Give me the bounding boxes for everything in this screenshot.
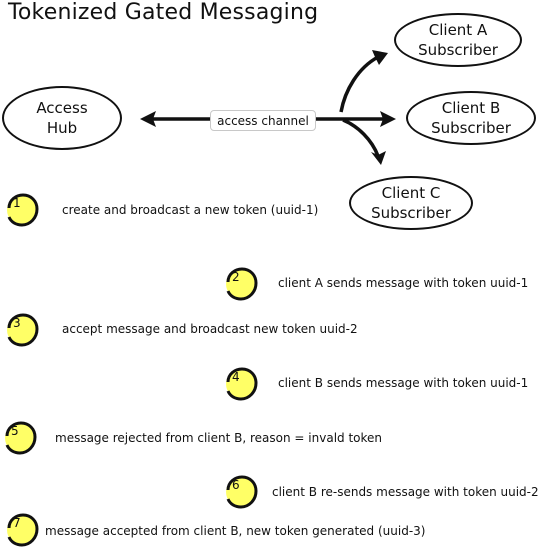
step-text-3: accept message and broadcast new token u… (62, 322, 358, 336)
access-hub-node: Access Hub (2, 86, 122, 150)
client-c-line2: Subscriber (371, 204, 451, 222)
access-hub-line2: Hub (46, 119, 78, 137)
client-a-line2: Subscriber (418, 41, 498, 59)
client-c-line1: Client C (381, 184, 441, 202)
client-a-line1: Client A (428, 21, 488, 39)
step-text-6: client B re-sends message with token uui… (272, 485, 539, 499)
access-channel-label: access channel (210, 110, 316, 131)
badge-circle-icon (7, 193, 39, 227)
step-badge-6: 6 (223, 474, 258, 509)
badge-circle-icon (7, 513, 39, 547)
step-badge-1: 1 (4, 192, 39, 227)
step-number: 6 (232, 478, 240, 492)
step-number: 3 (13, 316, 21, 330)
badge-circle-icon (7, 313, 39, 347)
step-badge-2: 2 (223, 266, 258, 301)
step-badge-7: 7 (4, 512, 39, 547)
step-text-4: client B sends message with token uuid-1 (278, 376, 529, 390)
access-hub-line1: Access (36, 99, 88, 117)
step-text-7: message accepted from client B, new toke… (45, 524, 426, 538)
step-badge-5: 5 (2, 420, 37, 455)
client-b-line2: Subscriber (431, 119, 511, 137)
step-text-5: message rejected from client B, reason =… (55, 431, 383, 445)
step-number: 5 (11, 424, 19, 438)
step-number: 4 (232, 370, 240, 384)
client-b-node: Client B Subscriber (406, 91, 536, 145)
badge-circle-icon (226, 367, 258, 401)
step-number: 7 (13, 516, 21, 530)
step-badge-3: 3 (4, 312, 39, 347)
step-number: 1 (13, 196, 21, 210)
diagram-title: Tokenized Gated Messaging (8, 0, 319, 25)
step-text-2: client A sends message with token uuid-1 (278, 276, 529, 290)
badge-circle-icon (226, 267, 258, 301)
badge-circle-icon (226, 475, 258, 509)
client-c-node: Client C Subscriber (349, 176, 473, 230)
badge-circle-icon (5, 421, 37, 455)
step-badge-4: 4 (223, 366, 258, 401)
step-text-1: create and broadcast a new token (uuid-1… (62, 203, 319, 217)
step-number: 2 (232, 270, 240, 284)
client-b-line1: Client B (441, 99, 501, 117)
client-a-node: Client A Subscriber (394, 13, 522, 67)
